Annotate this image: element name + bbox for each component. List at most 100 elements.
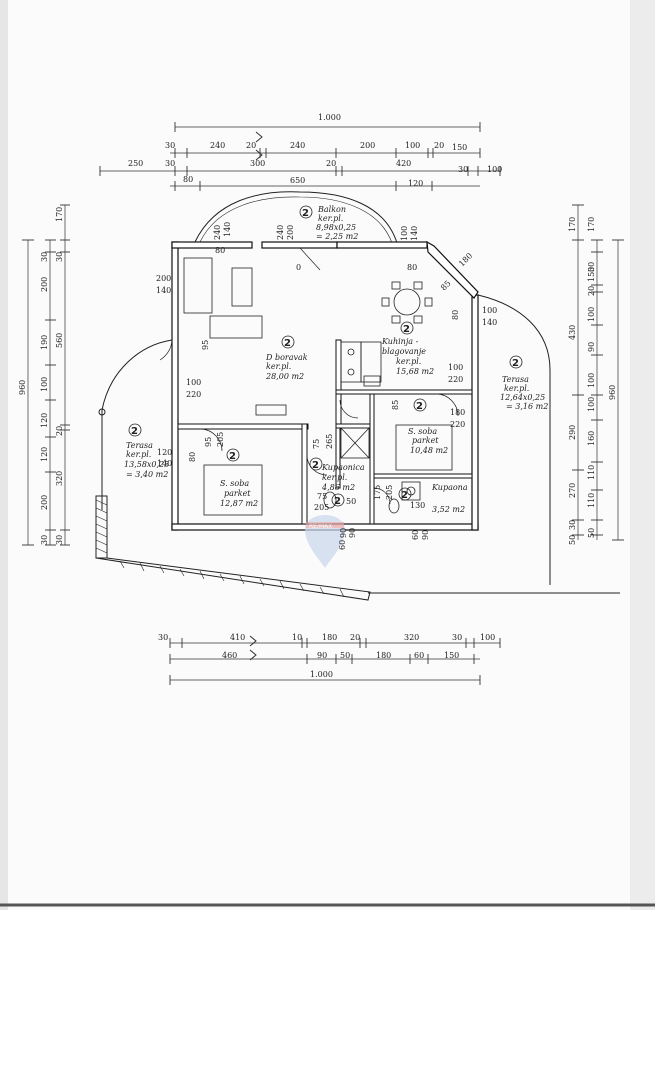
dim-label: 320	[404, 633, 419, 642]
opening-dimensions: 200 140 80 240 140 240 200 0 100 140 80 …	[156, 222, 497, 550]
opening-dim: 80	[188, 452, 197, 462]
dim-label: 410	[230, 633, 245, 642]
room-dnevni-boravak: 2 D boravak ker.pl. 28,00 m2	[265, 335, 308, 381]
opening-dim: 75	[312, 439, 321, 449]
opening-dim: 240	[213, 225, 222, 240]
dim-label: 320	[55, 471, 64, 486]
dining-table-icon	[381, 281, 433, 324]
opening-dim: 120	[157, 448, 172, 457]
room-detail: blagovanje	[382, 347, 426, 356]
opening-dim: 60	[338, 540, 347, 550]
room-area: 4,86 m2	[321, 483, 355, 492]
opening-dim: 140	[157, 459, 172, 468]
room-number: 2	[403, 324, 410, 335]
dim-label: 290	[568, 425, 577, 440]
dim-label: 30	[55, 535, 64, 545]
opening-dim: 80	[407, 263, 417, 272]
room-terasa-left: 2 Terasa ker.pl. 13,58x0,25 = 3,40 m2	[124, 423, 169, 479]
dim-label: 200	[40, 277, 49, 292]
scanned-sheet: 1.000 30 240 20 240 200 100 20 150 250 3…	[0, 0, 655, 910]
room-number: 2	[416, 401, 423, 412]
opening-dim: 100	[186, 378, 201, 387]
dim-label: 30	[587, 262, 596, 272]
room-area: 12,87 m2	[220, 499, 258, 508]
opening-dim: 85	[439, 279, 453, 293]
opening-dim: 75	[317, 492, 327, 501]
dim-label: 560	[55, 333, 64, 348]
dim-label: 20	[587, 286, 596, 296]
opening-dim: 90	[421, 530, 430, 540]
room-name: Terasa	[502, 375, 529, 384]
opening-dim: 95	[204, 437, 213, 447]
dim-label: 80	[183, 175, 193, 184]
dim-label: 30	[165, 159, 175, 168]
dim-label: 100	[587, 373, 596, 388]
room-area: = 3,16 m2	[506, 402, 548, 411]
dim-label: 20	[350, 633, 360, 642]
floor-plan: 1.000 30 240 20 240 200 100 20 150 250 3…	[0, 0, 655, 910]
opening-dim: 100	[448, 363, 463, 372]
opening-dim: 205	[314, 503, 329, 512]
opening-dim: 85	[391, 400, 400, 410]
opening-dim: 90	[339, 528, 348, 538]
tv-unit-icon	[255, 404, 287, 416]
opening-dim: 130	[410, 501, 425, 510]
top-total-dim: 1.000	[318, 113, 341, 122]
opening-dim: 80	[451, 310, 460, 320]
opening-dim: 140	[156, 286, 171, 295]
opening-dim: 180	[450, 408, 465, 417]
opening-dim: 175	[373, 485, 382, 500]
dim-label: 100	[587, 307, 596, 322]
room-number: 2	[512, 358, 519, 369]
room-hodnik: 2	[331, 493, 345, 507]
dim-label: 30	[452, 633, 462, 642]
dim-label: 30	[458, 165, 468, 174]
room-name: Balkon	[317, 205, 346, 214]
dim-label: 100	[480, 633, 495, 642]
room-detail: parket	[412, 436, 439, 445]
dim-label: 120	[408, 179, 423, 188]
opening-dim: 95	[201, 340, 210, 350]
door-swing-icon	[159, 247, 459, 505]
dim-label: 150	[452, 143, 467, 152]
room-detail: ker.pl.	[396, 357, 421, 366]
dim-label: 110	[587, 465, 596, 480]
room-area: 28,00 m2	[265, 372, 304, 381]
room-number: 2	[334, 496, 341, 507]
dim-label: 270	[568, 483, 577, 498]
right-dimension-labels: 170 430 290 270 30 50 170 30 150 20 100 …	[568, 217, 617, 545]
room-number: 2	[312, 460, 319, 471]
dim-label: 170	[55, 207, 64, 222]
dim-label: 420	[396, 159, 411, 168]
dim-label: 100	[487, 165, 502, 174]
room-detail: 12,64x0,25	[500, 393, 545, 402]
room-detail: ker.pl.	[318, 214, 343, 223]
opening-dim: 200	[286, 225, 295, 240]
dim-label: 200	[40, 495, 49, 510]
opening-dim: 220	[186, 390, 201, 399]
dim-label: 20	[55, 426, 64, 436]
room-number: 2	[401, 490, 408, 501]
opening-dim: 205	[385, 485, 394, 500]
opening-dim: 140	[223, 222, 232, 237]
opening-dim: 90	[348, 528, 357, 538]
bed-icon	[203, 424, 453, 516]
dim-label: 150	[587, 267, 596, 282]
opening-dim: 60	[411, 530, 420, 540]
opening-dim: 205	[216, 432, 225, 447]
room-number: 2	[131, 426, 138, 437]
room-kupaonica: 2 Kupaonica ker.pl. 4,86 m2	[309, 457, 365, 492]
dim-label: 250	[128, 159, 143, 168]
dim-label: 30	[568, 520, 577, 530]
right-total-dim: 960	[608, 385, 617, 400]
room-area: 10,48 m2	[410, 446, 448, 455]
opening-dim: 140	[482, 318, 497, 327]
opening-dim: 240	[276, 225, 285, 240]
toilet-icon	[323, 491, 400, 514]
dim-label: 30	[158, 633, 168, 642]
room-detail: ker.pl.	[504, 384, 529, 393]
dim-label: 160	[587, 431, 596, 446]
dim-label: 190	[40, 335, 49, 350]
dim-label: 60	[414, 651, 424, 660]
opening-dim: 200	[156, 274, 171, 283]
